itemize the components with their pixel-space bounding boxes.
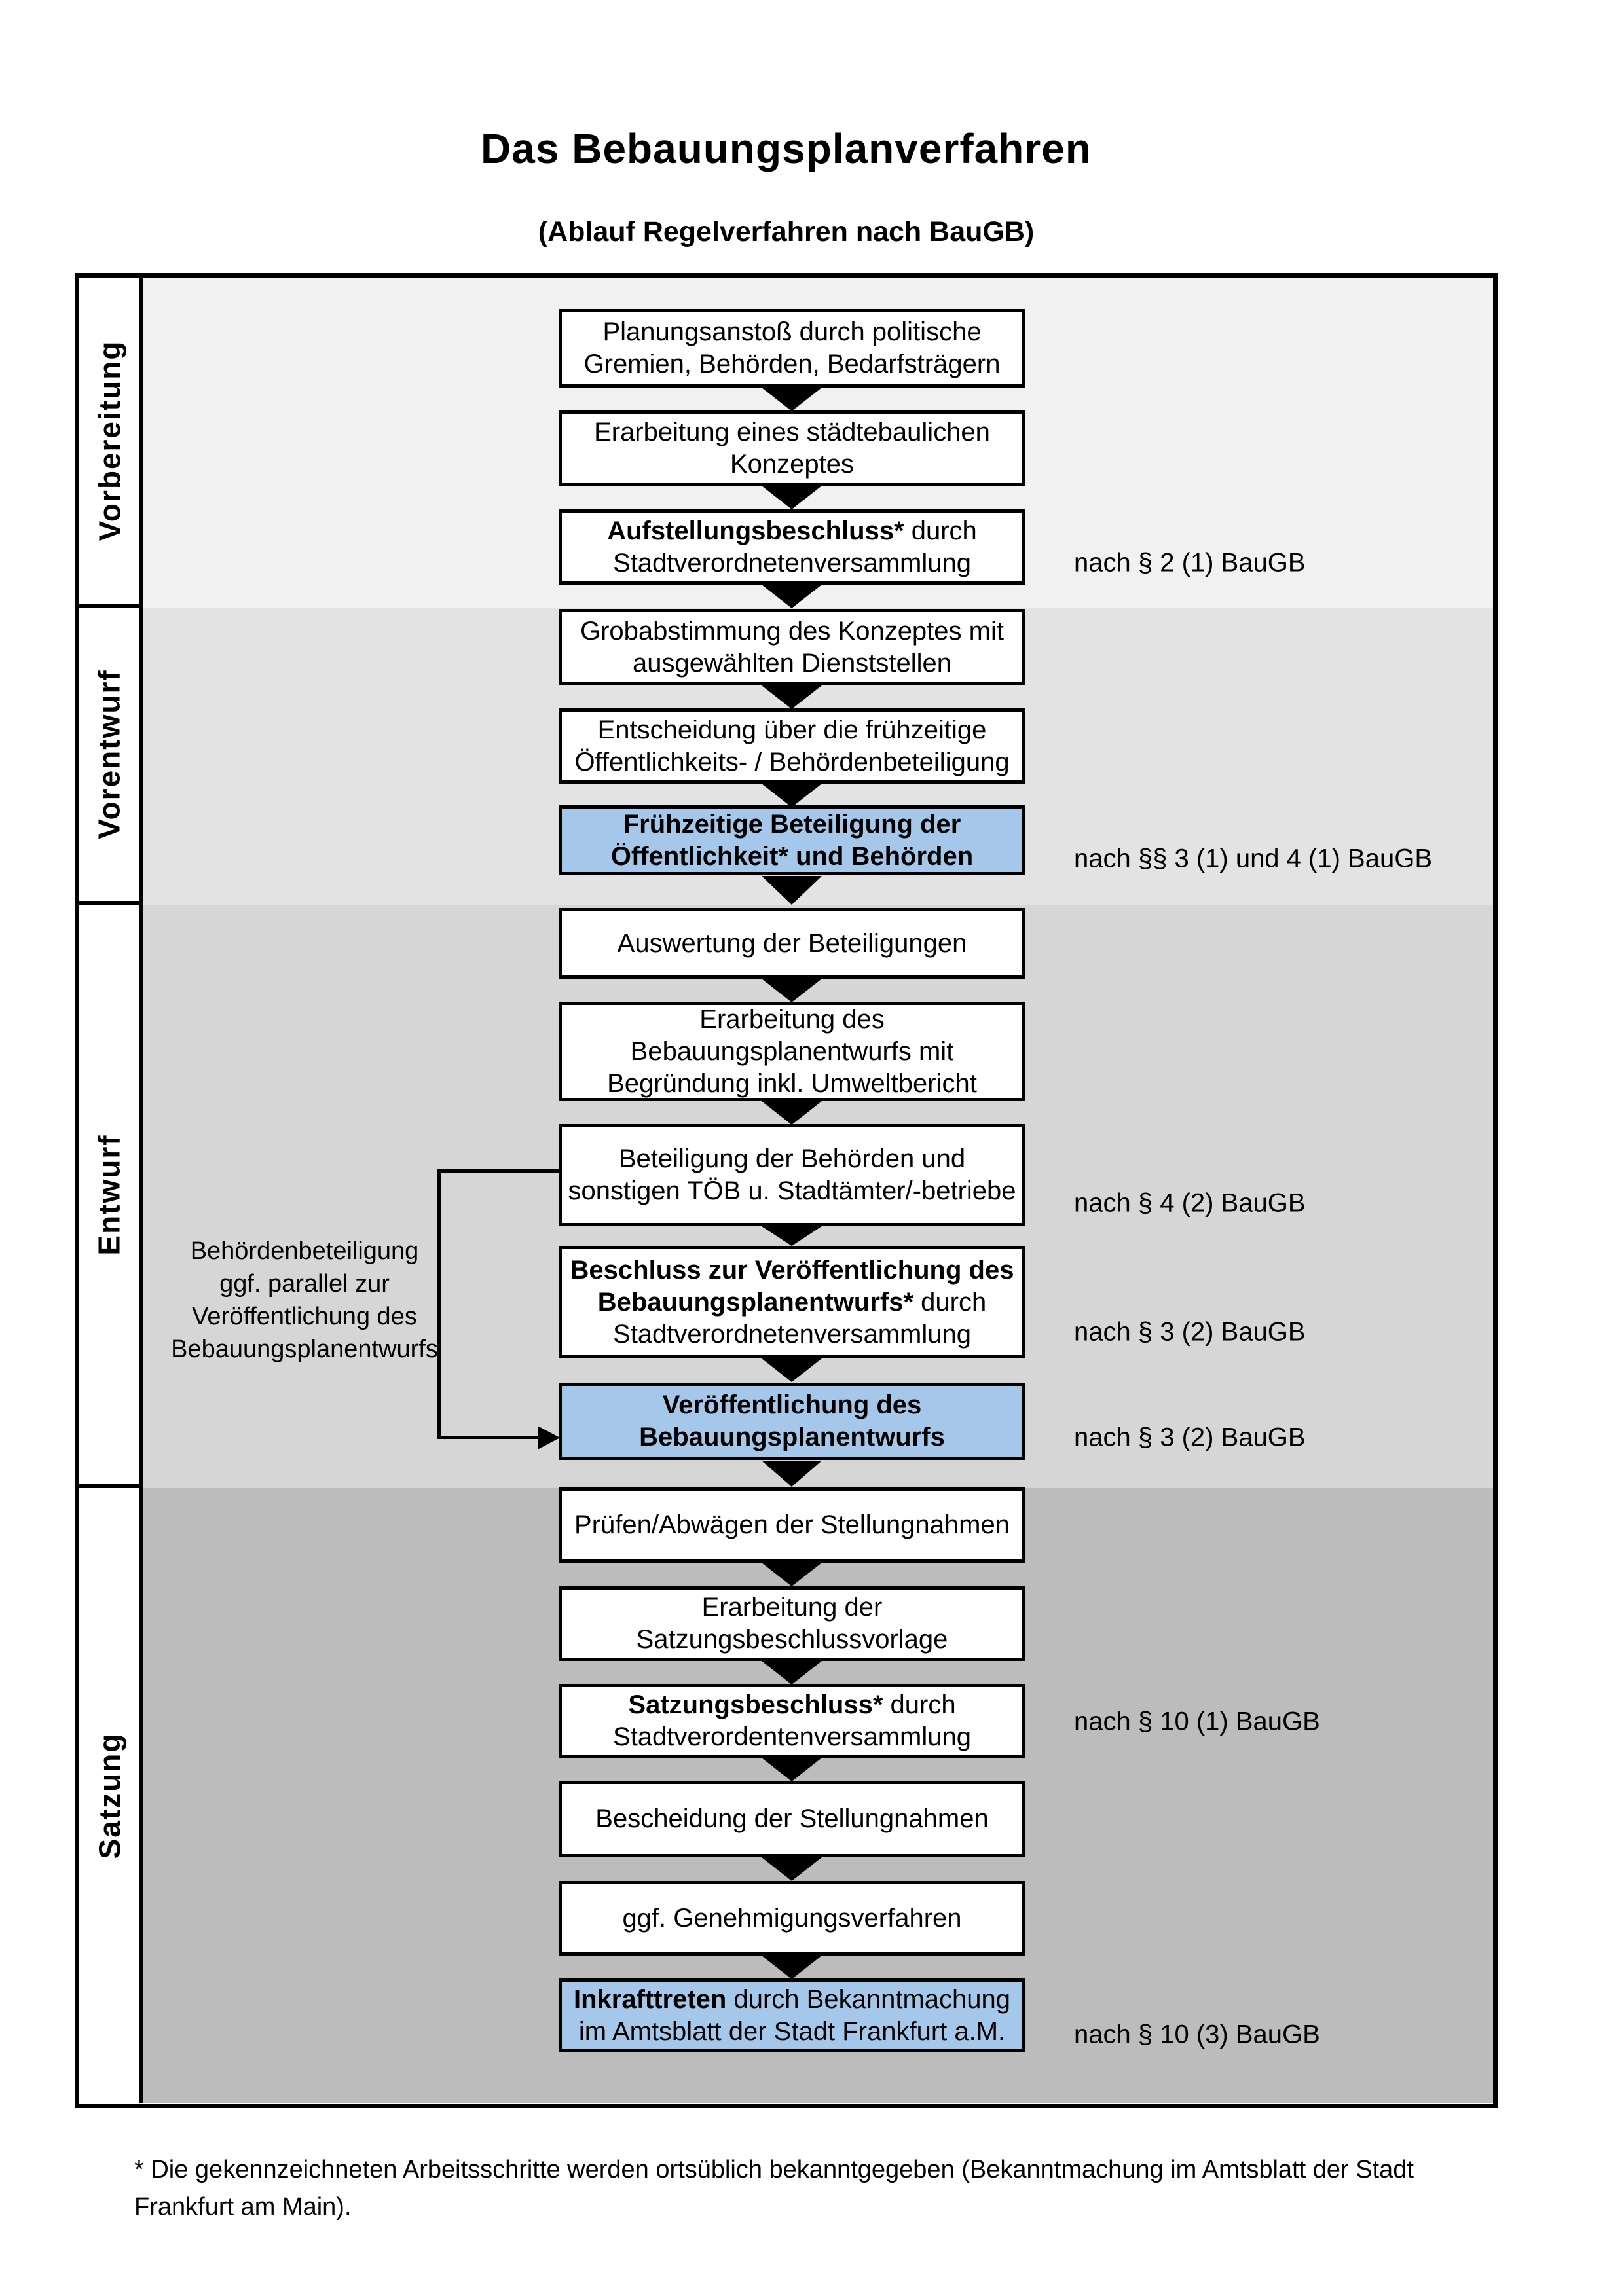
box-text-line: Auswertung der Beteiligungen bbox=[617, 928, 967, 958]
parallel-note-line: Veröffentlichung des bbox=[192, 1303, 417, 1330]
box-text-line: Satzungsbeschluss* durch bbox=[628, 1690, 956, 1719]
phase-label-vorentwurf: Vorentwurf bbox=[92, 669, 126, 839]
down-arrow bbox=[762, 1101, 822, 1125]
box-text-line: Bescheidung der Stellungnahmen bbox=[595, 1804, 989, 1833]
parallel-note: Behördenbeteiligung ggf. parallel zur Ve… bbox=[167, 1235, 442, 1366]
phase-label-vorbereitung: Vorbereitung bbox=[92, 340, 127, 541]
box-text-line: Veröffentlichung des bbox=[662, 1391, 922, 1419]
box-text-line: Stadtverordnetenversammlung bbox=[613, 548, 971, 577]
flow-box-auswertung: Auswertung der Beteiligungen bbox=[559, 908, 1025, 979]
down-arrow bbox=[762, 685, 822, 709]
down-arrow bbox=[762, 876, 822, 905]
legal-ref-satzungsbeschluss: nach § 10 (1) BauGB bbox=[1074, 1707, 1320, 1736]
box-text-line: Beteiligung der Behörden und bbox=[618, 1144, 966, 1173]
legal-ref-behoerdenbeteiligung: nach § 4 (2) BauGB bbox=[1074, 1188, 1306, 1218]
down-arrow bbox=[762, 1857, 822, 1881]
box-text-line: Begründung inkl. Umweltbericht bbox=[607, 1068, 977, 1098]
flow-box-genehmigungsverfahren: ggf. Genehmigungsverfahren bbox=[559, 1881, 1025, 1956]
box-text-line: Bebauungsplanentwurfs bbox=[639, 1423, 945, 1451]
page-subtitle: (Ablauf Regelverfahren nach BauGB) bbox=[538, 216, 1035, 247]
box-text-line: Bebauungsplanentwurfs* durch bbox=[597, 1287, 987, 1317]
down-arrow bbox=[762, 1661, 822, 1685]
legal-ref-inkrafttreten: nach § 10 (3) BauGB bbox=[1074, 2020, 1320, 2049]
down-arrow bbox=[762, 585, 822, 608]
box-text-line: Inkrafttreten durch Bekanntmachung bbox=[573, 1984, 1010, 2014]
footnote: * Die gekennzeichneten Arbeitsschritte w… bbox=[134, 2151, 1509, 2226]
phase-label-cell-entwurf: Entwurf bbox=[79, 905, 143, 1488]
phase-label-satzung: Satzung bbox=[92, 1732, 127, 1859]
box-text-line: Öffentlichkeits- / Behördenbeteiligung bbox=[574, 747, 1010, 776]
phase-label-cell-vorentwurf: Vorentwurf bbox=[79, 608, 143, 905]
box-text-line: Erarbeitung eines städtebaulichen bbox=[594, 417, 990, 446]
phase-label-entwurf: Entwurf bbox=[92, 1133, 127, 1256]
box-text-line: Stadtverordnetenversammlung bbox=[613, 1319, 971, 1349]
flow-box-bescheidung: Bescheidung der Stellungnahmen bbox=[559, 1781, 1025, 1857]
box-text-line: Gremien, Behörden, Bedarfsträgern bbox=[583, 350, 1001, 378]
box-text-line: Prüfen/Abwägen der Stellungnahmen bbox=[574, 1510, 1010, 1539]
legal-ref-veroeffentlichungsbeschluss: nach § 3 (2) BauGB bbox=[1074, 1317, 1306, 1347]
bracket-connector-bottom bbox=[437, 1436, 539, 1439]
down-arrow bbox=[762, 1358, 822, 1382]
page-title: Das Bebauungsplanverfahren bbox=[481, 125, 1092, 172]
flow-box-pruefen-abwaegen: Prüfen/Abwägen der Stellungnahmen bbox=[559, 1487, 1025, 1563]
box-text-line: Erarbeitung der bbox=[701, 1593, 883, 1622]
box-text-line: Planungsanstoß durch politische bbox=[602, 318, 982, 346]
legal-ref-aufstellungsbeschluss: nach § 2 (1) BauGB bbox=[1074, 548, 1306, 577]
legal-ref-veroeffentlichung: nach § 3 (2) BauGB bbox=[1074, 1423, 1306, 1452]
down-arrow bbox=[762, 784, 822, 807]
box-text-line: Erarbeitung des bbox=[699, 1004, 885, 1034]
box-text-line: sonstigen TÖB u. Stadtämter/-betriebe bbox=[568, 1176, 1016, 1205]
down-arrow bbox=[762, 1758, 822, 1781]
box-text-line: ausgewählten Dienststellen bbox=[633, 648, 951, 678]
legal-ref-fruehzeitige-beteiligung: nach §§ 3 (1) und 4 (1) BauGB bbox=[1074, 844, 1432, 873]
down-arrow bbox=[762, 388, 822, 411]
box-text-line: im Amtsblatt der Stadt Frankfurt a.M. bbox=[578, 2016, 1006, 2046]
phase-label-cell-satzung: Satzung bbox=[79, 1488, 143, 2103]
parallel-note-line: Bebauungsplanentwurfs bbox=[171, 1336, 438, 1363]
bracket-connector-vertical bbox=[437, 1169, 441, 1439]
box-text-line: Beschluss zur Veröffentlichung des bbox=[570, 1255, 1014, 1285]
bracket-connector-top bbox=[437, 1169, 560, 1173]
down-arrow bbox=[762, 1563, 822, 1586]
box-text-line: Aufstellungsbeschluss* durch bbox=[607, 516, 977, 545]
box-text-line: Öffentlichkeit* und Behörden bbox=[610, 841, 974, 871]
phase-label-cell-vorbereitung: Vorbereitung bbox=[79, 278, 143, 608]
bracket-arrowhead-icon bbox=[538, 1426, 560, 1449]
footnote-line: * Die gekennzeichneten Arbeitsschritte w… bbox=[134, 2156, 1414, 2183]
page-title-wrap: Das Bebauungsplanverfahren bbox=[75, 124, 1498, 173]
down-arrow bbox=[762, 979, 822, 1002]
box-text-line: ggf. Genehmigungsverfahren bbox=[622, 1903, 962, 1933]
box-text-line: Grobabstimmung des Konzeptes mit bbox=[580, 616, 1004, 646]
box-text-line: Entscheidung über die frühzeitige bbox=[597, 715, 987, 744]
box-text-line: Bebauungsplanentwurfs mit bbox=[630, 1036, 954, 1066]
box-text-line: Frühzeitige Beteiligung der bbox=[623, 809, 961, 839]
down-arrow bbox=[762, 486, 822, 509]
parallel-note-line: Behördenbeteiligung bbox=[190, 1237, 419, 1265]
down-arrow bbox=[762, 1461, 822, 1487]
box-text-line: Satzungsbeschlussvorlage bbox=[636, 1625, 948, 1654]
box-text-line: Stadtverordentenversammlung bbox=[613, 1722, 971, 1751]
box-text-line: Konzeptes bbox=[729, 449, 855, 479]
footnote-line: Frankfurt am Main). bbox=[134, 2193, 352, 2221]
down-arrow bbox=[762, 1956, 822, 1979]
page-subtitle-wrap: (Ablauf Regelverfahren nach BauGB) bbox=[75, 216, 1498, 248]
down-arrow bbox=[762, 1226, 822, 1246]
parallel-note-line: ggf. parallel zur bbox=[219, 1270, 390, 1298]
flow-box-behoerdenbeteiligung: Beteiligung der Behörden und sonstigen TÖ… bbox=[559, 1124, 1025, 1226]
